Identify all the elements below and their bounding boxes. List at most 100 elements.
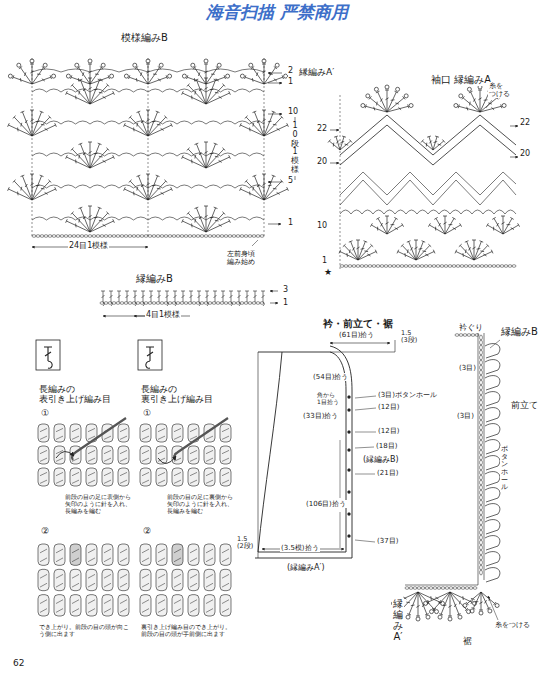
twist-line xyxy=(190,549,197,562)
twist-line xyxy=(158,472,165,483)
twist-line xyxy=(206,574,213,587)
label-line: (2段) xyxy=(237,543,253,550)
stitch-post xyxy=(220,595,231,616)
repeat-line xyxy=(148,58,149,238)
stitch-post xyxy=(140,424,151,442)
stitch-fan xyxy=(182,59,229,84)
twist-line xyxy=(72,428,79,439)
chart-label: (106目)拾う xyxy=(305,500,347,508)
front-body-schematic xyxy=(255,340,395,558)
label-line: 長編みの xyxy=(39,384,111,394)
stitch-fan xyxy=(424,592,477,621)
row-arrow xyxy=(268,73,282,74)
symbol-box xyxy=(36,340,60,370)
stitch-post xyxy=(70,569,81,590)
chart-label: 10 xyxy=(316,221,328,230)
chart-label: 前段の目の足に表側から矢印のように針を入れ、長編みを編む xyxy=(64,494,136,515)
cuff-chart-a xyxy=(328,85,520,270)
stitch-post xyxy=(38,468,49,486)
chart-label: 1 xyxy=(287,218,294,227)
stitch-post xyxy=(220,446,231,464)
chart-label: 1 xyxy=(321,256,328,265)
stitch-fan xyxy=(455,240,493,260)
stitch-post xyxy=(204,595,215,616)
twist-line xyxy=(88,472,95,483)
twist-line xyxy=(56,472,63,483)
twist-line xyxy=(222,549,229,562)
stitch-post xyxy=(220,468,231,486)
label-line: 1.5 xyxy=(401,330,417,337)
chain-arcs xyxy=(32,121,264,124)
chart-label: 20 xyxy=(519,149,531,158)
twist-line xyxy=(158,549,165,562)
chart-label: 前立て xyxy=(510,400,539,410)
twist-line xyxy=(174,600,181,613)
stitch-post xyxy=(38,424,49,442)
twist-line xyxy=(222,472,229,483)
chart-label: (61目)拾う xyxy=(338,331,375,339)
twist-line xyxy=(56,600,63,613)
twist-line xyxy=(158,574,165,587)
v-row xyxy=(340,125,516,165)
stitch-post xyxy=(156,446,167,464)
stitch-post xyxy=(102,468,113,486)
twist-line xyxy=(72,472,79,483)
label-line: 1.5 xyxy=(237,536,253,543)
v-row xyxy=(340,115,516,155)
stitch-post xyxy=(172,544,183,565)
chain-row xyxy=(405,587,477,590)
stitch-post xyxy=(188,595,199,616)
stitch-fan xyxy=(66,142,115,168)
stitch-fan xyxy=(124,110,173,136)
stitch-fan xyxy=(240,110,289,136)
twist-line xyxy=(142,549,149,562)
twist-line xyxy=(142,574,149,587)
twist-line xyxy=(190,600,197,613)
chart-label: (3目) xyxy=(456,412,475,420)
stitch-instructions xyxy=(36,340,231,616)
stitch-fan xyxy=(182,142,231,168)
twist-line xyxy=(174,428,181,439)
body-outline xyxy=(258,352,346,552)
leader-line xyxy=(355,396,376,542)
stitch-fan xyxy=(361,85,413,112)
stitch-post xyxy=(118,569,129,590)
stitch-post xyxy=(54,446,65,464)
dimension-line xyxy=(340,440,341,548)
crochet-hook xyxy=(72,418,126,460)
twist-line xyxy=(56,549,63,562)
stitch-post xyxy=(172,569,183,590)
chart-label: 10段1模様 xyxy=(290,122,300,175)
hem-side xyxy=(258,352,259,558)
twist-line xyxy=(158,428,165,439)
twist-line xyxy=(40,472,47,483)
row-arrow xyxy=(330,130,339,131)
stitch-post xyxy=(156,544,167,565)
stitch-post xyxy=(54,595,65,616)
fabric-illustration xyxy=(140,418,231,486)
row-arrow xyxy=(270,291,278,292)
twist-line xyxy=(40,428,47,439)
stitch-post xyxy=(70,424,81,442)
chain-column xyxy=(480,335,483,575)
stitch-fan xyxy=(240,59,287,84)
symbol-box xyxy=(138,340,162,370)
chart-label: 長編みの 裏引き上げ編み目 xyxy=(140,384,214,405)
row-arrow xyxy=(330,343,390,344)
fabric-illustration xyxy=(140,544,231,616)
twist-line xyxy=(72,574,79,587)
stitch-fan xyxy=(397,240,435,260)
chart-label: 縁編みA′ xyxy=(392,598,404,642)
twist-line xyxy=(104,549,111,562)
stitch-fan xyxy=(8,59,55,84)
label-line: 1目拾う xyxy=(317,399,339,406)
twist-line xyxy=(190,428,197,439)
stitch-post xyxy=(54,424,65,442)
chart-label: 縁編みB xyxy=(500,326,539,338)
chain-arcs xyxy=(32,217,264,220)
stitch-fan xyxy=(8,110,57,136)
chain-arcs xyxy=(340,210,516,214)
chart-label: 3 xyxy=(282,285,289,294)
stitch-fan xyxy=(240,174,289,200)
stitch-post xyxy=(204,569,215,590)
